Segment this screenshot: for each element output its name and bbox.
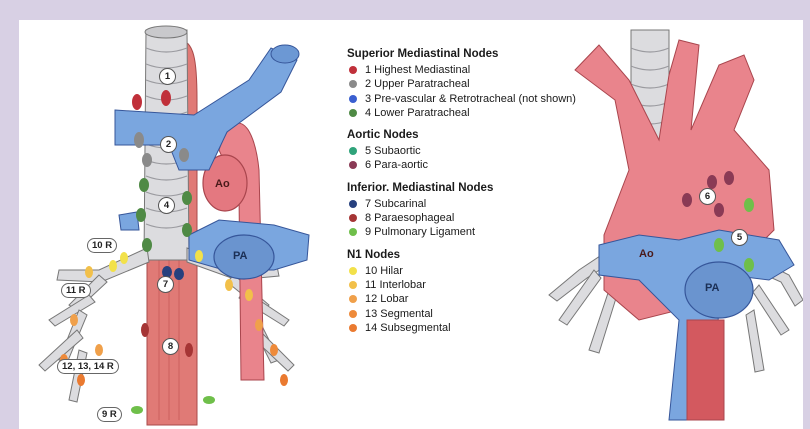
legend-item: 14 Subsegmental	[347, 321, 647, 335]
legend-item-label: 7 Subcarinal	[365, 198, 426, 210]
legend-item: 9 Pulmonary Ligament	[347, 225, 647, 239]
legend-dot	[349, 267, 357, 275]
legend-dot	[349, 200, 357, 208]
legend-item: 2 Upper Paratracheal	[347, 77, 647, 91]
station-1-label: 1	[159, 68, 176, 85]
anatomy-panel: 1 2 4 7 8 10 R 11 R 12, 13, 14 R 9 R Ao …	[19, 20, 803, 429]
legend-group-superior-mediastinal: Superior Mediastinal Nodes 1 Highest Med…	[347, 47, 647, 120]
legend-item-label: 5 Subaortic	[365, 145, 421, 157]
station-10r-label: 10 R	[87, 238, 117, 253]
legend-item-label: 3 Pre-vascular & Retrotracheal (not show…	[365, 93, 576, 105]
legend-item-label: 2 Upper Paratracheal	[365, 78, 470, 90]
legend-dot	[349, 295, 357, 303]
legend-item: 13 Segmental	[347, 307, 647, 321]
legend-item: 10 Hilar	[347, 264, 647, 278]
pa-label-left: PA	[233, 250, 247, 262]
legend-group-title: Superior Mediastinal Nodes	[347, 47, 647, 61]
legend-item-label: 11 Interlobar	[365, 279, 426, 291]
pa-label-right: PA	[705, 282, 719, 294]
legend-group-inferior-mediastinal: Inferior. Mediastinal Nodes 7 Subcarinal…	[347, 181, 647, 240]
station-12-13-14r-label: 12, 13, 14 R	[57, 359, 119, 374]
legend-dot	[349, 66, 357, 74]
legend-dot	[349, 324, 357, 332]
legend-dot	[349, 80, 357, 88]
station-4-label: 4	[158, 197, 175, 214]
legend-item: 5 Subaortic	[347, 144, 647, 158]
legend-item-label: 4 Lower Paratracheal	[365, 107, 470, 119]
legend-group-aortic: Aortic Nodes 5 Subaortic 6 Para-aortic	[347, 128, 647, 173]
legend-dot	[349, 147, 357, 155]
legend-item-label: 13 Segmental	[365, 308, 433, 320]
legend-item: 8 Paraesophageal	[347, 211, 647, 225]
legend-item: 4 Lower Paratracheal	[347, 106, 647, 120]
station-11r-label: 11 R	[61, 283, 91, 298]
station-2-label: 2	[160, 136, 177, 153]
legend-item-label: 12 Lobar	[365, 293, 408, 305]
legend-dot	[349, 310, 357, 318]
legend-dot	[349, 228, 357, 236]
station-5-label: 5	[731, 229, 748, 246]
legend-item: 7 Subcarinal	[347, 197, 647, 211]
legend-dot	[349, 214, 357, 222]
legend-item-label: 14 Subsegmental	[365, 322, 451, 334]
legend-item: 3 Pre-vascular & Retrotracheal (not show…	[347, 92, 647, 106]
legend-dot	[349, 281, 357, 289]
legend: Superior Mediastinal Nodes 1 Highest Med…	[347, 47, 647, 343]
legend-item: 1 Highest Mediastinal	[347, 63, 647, 77]
legend-dot	[349, 109, 357, 117]
legend-item-label: 1 Highest Mediastinal	[365, 64, 470, 76]
station-8-label: 8	[162, 338, 179, 355]
station-7-label: 7	[157, 276, 174, 293]
legend-item-label: 8 Paraesophageal	[365, 212, 454, 224]
station-6-label: 6	[699, 188, 716, 205]
legend-item: 12 Lobar	[347, 292, 647, 306]
legend-item: 6 Para-aortic	[347, 158, 647, 172]
legend-group-title: Aortic Nodes	[347, 128, 647, 142]
legend-dot	[349, 95, 357, 103]
legend-dot	[349, 161, 357, 169]
legend-group-n1: N1 Nodes 10 Hilar 11 Interlobar 12 Lobar…	[347, 248, 647, 335]
legend-item: 11 Interlobar	[347, 278, 647, 292]
legend-item-label: 10 Hilar	[365, 265, 403, 277]
station-9r-label: 9 R	[97, 407, 122, 422]
superior-vena-cava	[115, 45, 299, 170]
legend-group-title: N1 Nodes	[347, 248, 647, 262]
legend-item-label: 9 Pulmonary Ligament	[365, 226, 475, 238]
legend-item-label: 6 Para-aortic	[365, 159, 428, 171]
legend-group-title: Inferior. Mediastinal Nodes	[347, 181, 647, 195]
aorta-label-left: Ao	[215, 178, 230, 190]
